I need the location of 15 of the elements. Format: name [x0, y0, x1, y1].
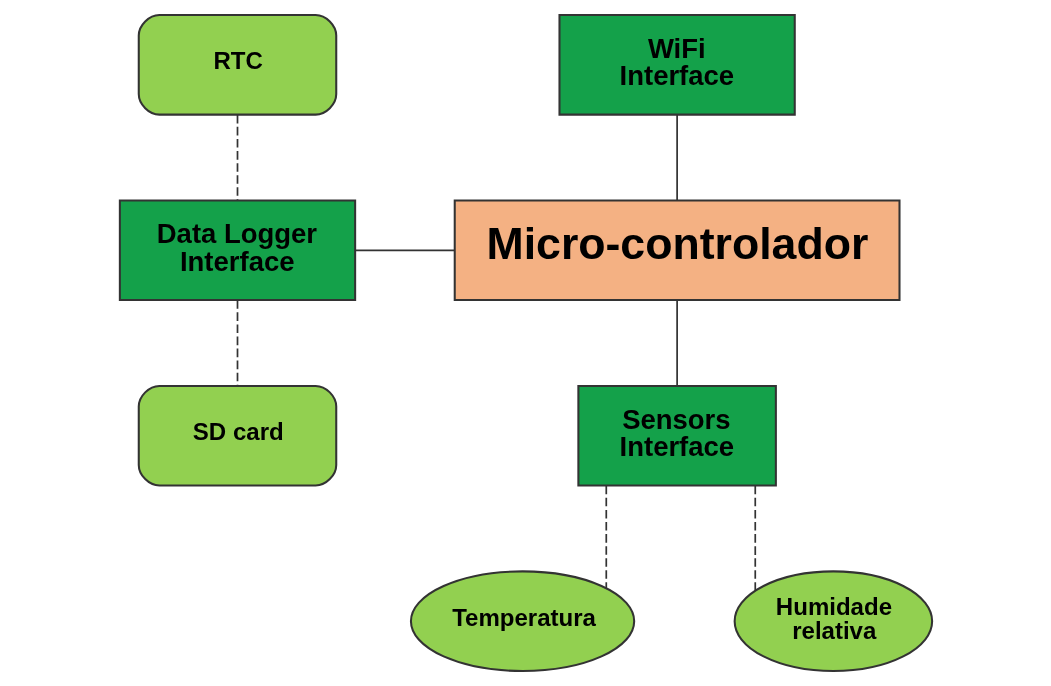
node-box: Data Logger Interface: [118, 199, 356, 302]
node-box: Micro-controlador: [453, 199, 901, 302]
node-box: Sensors Interface: [576, 384, 777, 487]
connector: [353, 249, 455, 252]
node-box: RTC: [137, 13, 337, 116]
connector: [604, 485, 607, 589]
node-box: WiFi Interface: [557, 13, 796, 116]
node-box: SD card: [137, 384, 337, 487]
connector: [236, 114, 238, 201]
node-ellipse: Humidade relativa: [733, 570, 933, 673]
connector: [675, 114, 678, 201]
connector: [675, 299, 678, 387]
connector: [236, 299, 238, 387]
connector: [753, 485, 756, 592]
node-ellipse: Temperatura: [409, 570, 635, 673]
